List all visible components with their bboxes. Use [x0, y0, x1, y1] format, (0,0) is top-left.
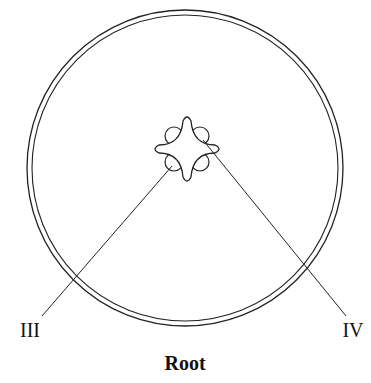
callout-label: III — [20, 320, 40, 340]
xylem-star — [155, 117, 219, 181]
leader-line — [203, 140, 346, 316]
callout-label: IV — [342, 320, 363, 340]
inner-epidermis — [32, 15, 338, 321]
caption: Root — [164, 353, 205, 373]
leader-line — [42, 166, 172, 316]
outer-epidermis — [27, 10, 343, 326]
